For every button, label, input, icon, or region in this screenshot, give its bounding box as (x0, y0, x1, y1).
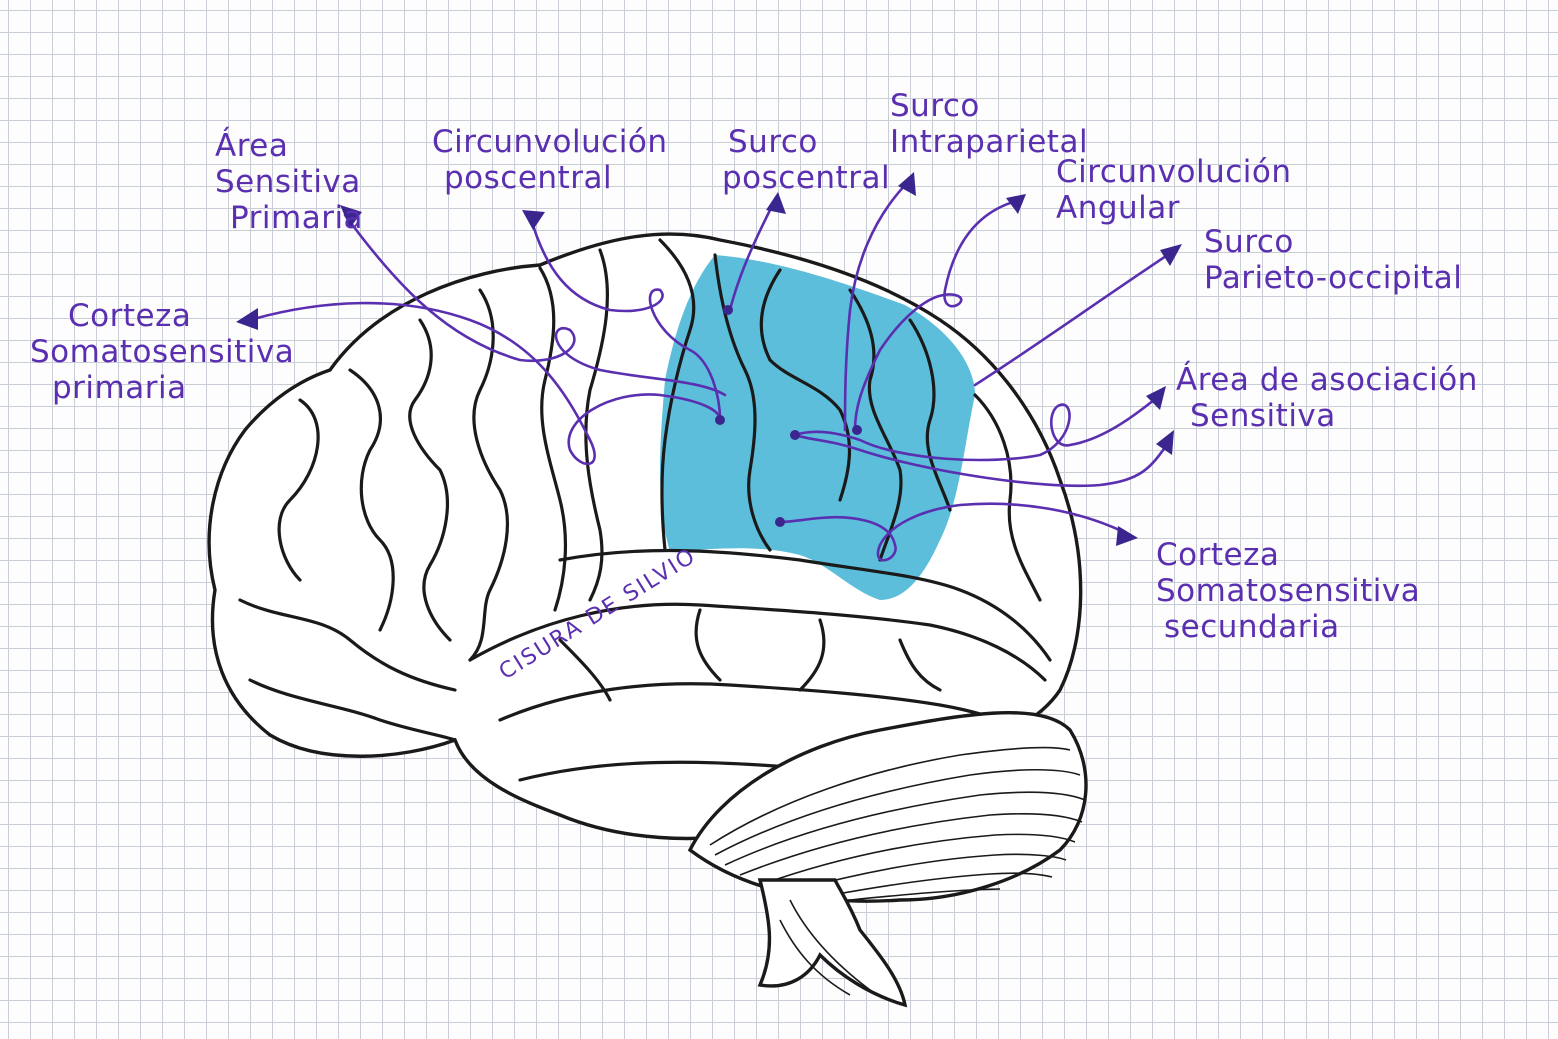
cerebellum (687, 711, 1088, 903)
label-circunvolucion-poscentral: Circunvolución poscentral (432, 124, 668, 196)
marker-dots (715, 305, 862, 527)
label-area-sensitiva-primaria: Área Sensitiva Primaria (215, 128, 364, 236)
arrows (248, 178, 1177, 562)
label-corteza-somatosensitiva-primaria: Corteza Somatosensitiva primaria (30, 298, 295, 406)
label-circunvolucion-angular: Circunvolución Angular (1056, 154, 1292, 226)
arrow-heads (236, 172, 1182, 546)
brainstem (757, 878, 908, 1008)
label-surco-poscentral: Surco poscentral (722, 124, 891, 196)
label-surco-parieto-occipital: Surco Parieto-occipital (1204, 224, 1463, 296)
gyri-lines (238, 238, 1052, 782)
label-area-asociacion-sensitiva: Área de asociación Sensitiva (1176, 362, 1478, 434)
label-surco-intraparietal: Surco Intraparietal (890, 88, 1089, 160)
label-corteza-somatosensitiva-secundaria: Corteza Somatosensitiva secundaria (1156, 537, 1421, 645)
